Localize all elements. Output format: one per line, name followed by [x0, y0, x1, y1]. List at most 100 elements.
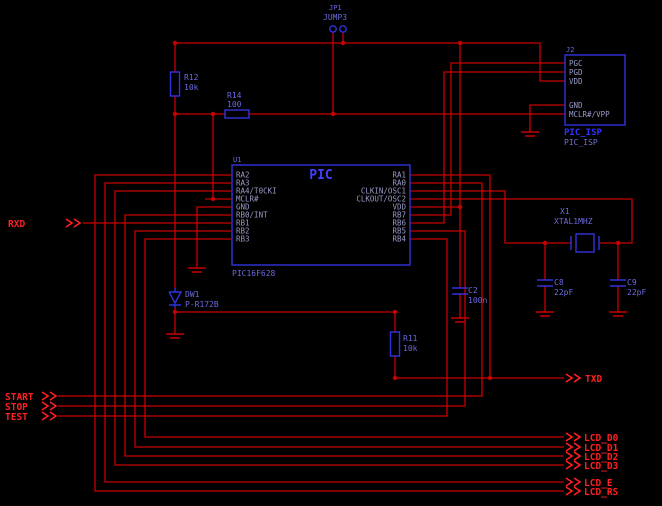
ic-pic-u1[interactable]: U1 PIC PIC16F628 RA2 RA3 RA4/T0CKI MCLR#… — [231, 156, 411, 278]
ground-icon[interactable] — [166, 333, 184, 339]
resistor-r14[interactable]: R14 100 — [224, 91, 250, 119]
junction-dot — [172, 111, 178, 117]
pic-pin-label: RB1 — [236, 219, 250, 228]
test-label[interactable]: TEST — [5, 412, 28, 423]
net-lcd-rs[interactable] — [94, 174, 564, 492]
ground-symbols[interactable] — [166, 131, 627, 339]
pic-pin-label: RB3 — [236, 235, 250, 244]
lcd-rs-arrow-icon[interactable] — [565, 486, 582, 496]
capacitor-c8[interactable]: C8 22pF — [537, 278, 573, 297]
net-wires[interactable] — [58, 33, 633, 492]
resistor-r11[interactable]: R11 10k — [389, 331, 418, 357]
net-txd[interactable] — [395, 174, 564, 379]
net-osc1[interactable] — [410, 190, 571, 244]
c8-plates[interactable] — [537, 279, 553, 287]
ground-icon[interactable] — [536, 311, 554, 317]
net-lcd-e[interactable] — [104, 182, 564, 483]
net-lcd-d1[interactable] — [134, 230, 564, 448]
j2-pin-label: MCLR#/VPP — [569, 110, 610, 119]
r12-body[interactable] — [169, 71, 181, 97]
net-osc2[interactable] — [410, 198, 633, 244]
x1-ref: X1 — [560, 207, 570, 216]
c8-value: 22pF — [554, 288, 573, 297]
rxd-arrow-icon[interactable] — [65, 218, 82, 228]
pic-body[interactable] — [231, 164, 411, 266]
pic-pin-label: RB0/INT — [236, 211, 268, 220]
junction-dot — [615, 240, 621, 246]
pic-pin-label: GND — [236, 203, 250, 212]
rxd-label[interactable]: RXD — [8, 219, 25, 230]
net-pic-gnd[interactable] — [196, 206, 232, 268]
dw1-value: P-R172B — [185, 300, 219, 309]
pic-pin-label: RA4/T0CKI — [236, 187, 277, 196]
diode-dw1[interactable]: DW1 P-R172B — [168, 288, 219, 309]
crystal-x1[interactable]: X1 XTAL1MHZ — [554, 207, 600, 253]
net-lcd-d3[interactable] — [114, 190, 564, 466]
resistor-r12[interactable]: R12 10k — [169, 71, 199, 97]
j2-body[interactable] — [564, 54, 626, 126]
ground-icon[interactable] — [521, 131, 539, 137]
jumper-jp1[interactable]: JP1 JUMP3 — [323, 4, 347, 33]
start-label[interactable]: START — [5, 392, 34, 403]
capacitor-c2[interactable]: C2 100n — [452, 286, 487, 305]
lcd-d2-arrow-icon[interactable] — [565, 451, 582, 461]
x1-body[interactable] — [575, 233, 595, 253]
jp1-pin[interactable] — [329, 25, 337, 33]
signal-arrows[interactable] — [41, 218, 582, 496]
j2-name-label: PIC_ISP — [564, 128, 603, 138]
pic-pin-label: VDD — [392, 203, 406, 212]
net-vdd-c2[interactable] — [410, 43, 461, 318]
jp1-pin[interactable] — [339, 25, 347, 33]
c2-plates[interactable] — [452, 287, 468, 295]
lcd-d1-label[interactable]: LCD_D1 — [584, 443, 619, 454]
connector-j2[interactable]: J2 PGC PGD VDD GND MCLR#/VPP PIC_ISP PIC… — [564, 46, 626, 147]
net-lcd-d2[interactable] — [124, 214, 564, 457]
lcd-rs-label[interactable]: LCD_RS — [584, 487, 619, 498]
net-j2-gnd[interactable] — [529, 104, 565, 132]
signal-labels[interactable]: RXD START STOP TEST TXD LCD_D0 LCD_D1 LC… — [5, 219, 619, 498]
net-vdd-rail[interactable] — [175, 42, 565, 82]
r11-body[interactable] — [389, 331, 401, 357]
ground-icon[interactable] — [451, 317, 469, 323]
pic-pin-label: CLKIN/OSC1 — [361, 187, 406, 196]
lcd-d3-label[interactable]: LCD_D3 — [584, 461, 619, 472]
c2-value: 100n — [468, 296, 487, 305]
net-pgc[interactable] — [410, 62, 565, 216]
junction-dot — [210, 196, 216, 202]
pic-pin-label: RA3 — [236, 179, 250, 188]
x1-plates[interactable] — [570, 236, 600, 250]
ground-icon[interactable] — [609, 311, 627, 317]
lcd-d1-arrow-icon[interactable] — [565, 442, 582, 452]
r14-body[interactable] — [224, 109, 250, 119]
stop-label[interactable]: STOP — [5, 402, 28, 413]
lcd-d3-arrow-icon[interactable] — [565, 460, 582, 470]
c9-plates[interactable] — [610, 279, 626, 287]
test-arrow-icon[interactable] — [41, 411, 58, 421]
ground-icon[interactable] — [188, 267, 206, 273]
pic-pin-label: RB4 — [392, 235, 406, 244]
capacitor-c9[interactable]: C9 22pF — [610, 278, 646, 297]
net-mclr[interactable] — [174, 33, 565, 200]
net-stop[interactable] — [58, 230, 466, 407]
c8-ref: C8 — [554, 278, 564, 287]
net-start[interactable] — [58, 182, 483, 397]
net-pgd[interactable] — [410, 71, 565, 224]
stop-arrow-icon[interactable] — [41, 401, 58, 411]
lcd-d0-label[interactable]: LCD_D0 — [584, 433, 619, 444]
lcd-d0-arrow-icon[interactable] — [565, 432, 582, 442]
net-test[interactable] — [58, 238, 448, 417]
txd-label[interactable]: TXD — [585, 374, 602, 385]
net-lcd-d0[interactable] — [144, 238, 564, 438]
lcd-e-arrow-icon[interactable] — [565, 477, 582, 487]
junction-dot — [210, 111, 216, 117]
lcd-d2-label[interactable]: LCD_D2 — [584, 452, 618, 463]
pic-title: PIC — [309, 168, 332, 183]
start-arrow-icon[interactable] — [41, 391, 58, 401]
pic-value: PIC16F628 — [232, 269, 276, 278]
jp1-ref: JP1 — [329, 4, 342, 12]
dw1-body[interactable] — [168, 288, 183, 308]
net-reset-dw1[interactable] — [174, 114, 396, 378]
lcd-e-label[interactable]: LCD_E — [584, 478, 613, 489]
txd-arrow-icon[interactable] — [565, 373, 582, 383]
c9-ref: C9 — [627, 278, 637, 287]
